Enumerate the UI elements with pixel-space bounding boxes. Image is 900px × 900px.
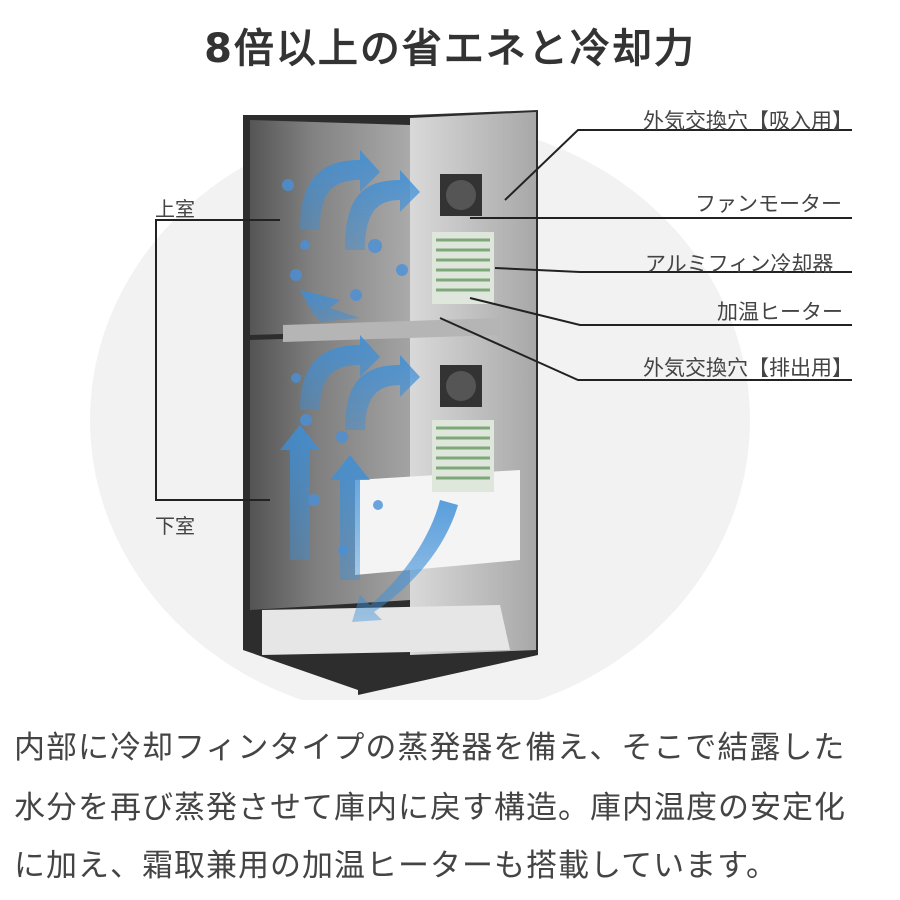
- headline: 8倍以上の省エネと冷却力: [204, 26, 696, 72]
- callout-lines: [155, 129, 852, 501]
- description-line: 水分を再び蒸発させて庫内に戻す構造。庫内温度の安定化: [14, 790, 846, 826]
- shelf: [283, 318, 500, 342]
- airflow-arrow: [345, 355, 420, 430]
- airflow-arrow: [300, 150, 380, 230]
- fan-blade-lower: [446, 371, 476, 401]
- airflow-arrow: [300, 290, 360, 322]
- description-line: に加え、霜取兼用の加温ヒーターも搭載しています。: [14, 848, 778, 884]
- moisture-dots: [282, 179, 408, 555]
- product-hero: 8倍以上の省エネと冷却力: [90, 26, 853, 700]
- fan-blade-upper: [446, 180, 476, 210]
- cabinet-illustration: [90, 110, 852, 700]
- cabinet-floor: [262, 605, 510, 655]
- airflow-arrow: [300, 335, 380, 410]
- callout-aluminum-cooler: アルミフィン冷却器: [645, 252, 834, 276]
- description-line: 内部に冷却フィンタイプの蒸発器を備え、そこで結露した: [14, 730, 846, 766]
- lower-room-label: 下室: [155, 514, 195, 538]
- airflow-arrow: [345, 170, 420, 250]
- callout-exhaust-vent: 外気交換穴【排出用】: [643, 356, 853, 380]
- callout-intake-vent: 外気交換穴【吸入用】: [643, 109, 853, 133]
- airflow-arrow: [352, 500, 458, 622]
- cooler-fins-lower: [432, 420, 494, 492]
- description-block: 内部に冷却フィンタイプの蒸発器を備え、そこで結露した 水分を再び蒸発させて庫内に…: [0, 700, 900, 900]
- airflow-arrow: [280, 425, 320, 560]
- callout-fan-motor: ファンモーター: [695, 192, 842, 216]
- cooler-fins-upper: [432, 232, 494, 304]
- upper-room-label: 上室: [155, 197, 195, 221]
- callout-heater: 加温ヒーター: [717, 300, 843, 324]
